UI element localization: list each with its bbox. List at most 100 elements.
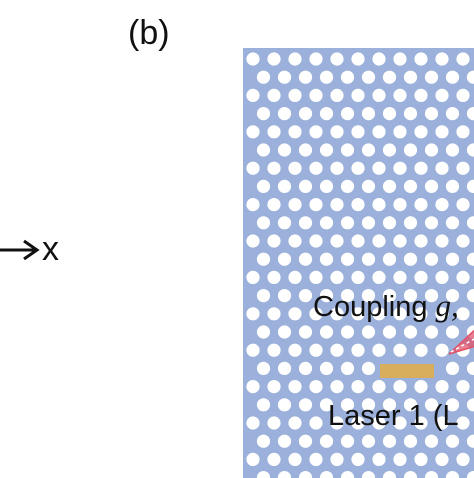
air-hole — [340, 325, 355, 339]
photonic-crystal-lattice — [243, 48, 474, 478]
air-hole — [319, 434, 334, 448]
air-hole — [456, 452, 470, 466]
air-hole — [351, 234, 365, 248]
air-hole — [403, 143, 418, 157]
air-hole — [424, 398, 439, 412]
air-hole — [298, 179, 313, 193]
air-hole — [319, 216, 334, 230]
air-hole — [330, 380, 344, 394]
air-hole — [330, 234, 344, 248]
air-hole — [309, 52, 323, 66]
air-hole — [372, 52, 386, 66]
air-hole — [309, 380, 323, 394]
air-hole — [466, 361, 474, 375]
air-hole — [246, 52, 260, 66]
air-hole — [414, 343, 428, 357]
air-hole — [340, 398, 355, 412]
air-hole — [361, 70, 376, 84]
coupling-arrow-head — [448, 329, 474, 355]
air-hole — [393, 198, 407, 212]
air-hole — [403, 289, 418, 303]
air-hole — [256, 143, 271, 157]
air-hole — [445, 70, 460, 84]
air-hole — [466, 179, 474, 193]
air-hole — [372, 234, 386, 248]
air-hole — [435, 343, 449, 357]
air-hole — [246, 380, 260, 394]
air-hole — [340, 216, 355, 230]
laser-caption: Laser 1 (L — [328, 400, 459, 432]
air-hole — [246, 270, 260, 284]
air-hole — [414, 125, 428, 139]
air-hole — [267, 88, 281, 102]
air-hole — [319, 398, 334, 412]
air-hole — [393, 88, 407, 102]
air-hole — [393, 125, 407, 139]
air-hole — [445, 434, 460, 448]
air-hole — [372, 88, 386, 102]
air-hole — [340, 179, 355, 193]
air-hole — [288, 270, 302, 284]
air-hole — [445, 143, 460, 157]
air-hole — [382, 107, 397, 121]
air-hole — [393, 234, 407, 248]
air-hole — [309, 198, 323, 212]
air-hole — [256, 398, 271, 412]
air-hole — [435, 452, 449, 466]
air-hole — [340, 107, 355, 121]
air-hole — [351, 125, 365, 139]
air-hole — [330, 452, 344, 466]
air-hole — [372, 125, 386, 139]
air-hole — [435, 307, 449, 321]
air-hole — [424, 216, 439, 230]
air-hole — [456, 125, 470, 139]
air-hole — [277, 252, 292, 266]
air-hole — [466, 398, 474, 412]
air-hole — [456, 380, 470, 394]
air-hole — [351, 416, 365, 430]
air-hole — [466, 143, 474, 157]
air-hole — [246, 343, 260, 357]
air-hole — [319, 325, 334, 339]
air-hole — [435, 380, 449, 394]
air-hole — [466, 70, 474, 84]
air-hole — [298, 216, 313, 230]
air-hole — [288, 88, 302, 102]
air-hole — [466, 252, 474, 266]
air-hole — [393, 380, 407, 394]
air-hole — [351, 270, 365, 284]
air-hole — [277, 107, 292, 121]
air-hole — [298, 70, 313, 84]
air-hole — [256, 252, 271, 266]
air-hole — [351, 307, 365, 321]
air-hole — [456, 52, 470, 66]
air-hole — [319, 70, 334, 84]
air-hole — [393, 161, 407, 175]
air-hole — [351, 52, 365, 66]
air-hole — [267, 198, 281, 212]
air-hole — [403, 398, 418, 412]
air-hole — [435, 270, 449, 284]
air-hole — [414, 452, 428, 466]
air-hole — [361, 107, 376, 121]
air-hole — [309, 125, 323, 139]
air-hole — [414, 52, 428, 66]
air-hole — [330, 88, 344, 102]
air-hole — [361, 434, 376, 448]
air-hole — [424, 252, 439, 266]
air-hole — [382, 252, 397, 266]
air-hole — [309, 343, 323, 357]
air-hole — [309, 234, 323, 248]
air-hole — [256, 107, 271, 121]
air-hole — [267, 161, 281, 175]
air-hole — [351, 161, 365, 175]
air-hole — [403, 252, 418, 266]
air-hole — [256, 70, 271, 84]
air-hole — [277, 361, 292, 375]
air-hole — [267, 452, 281, 466]
air-hole — [330, 198, 344, 212]
air-hole — [267, 380, 281, 394]
air-hole — [340, 252, 355, 266]
air-hole — [340, 143, 355, 157]
coupling-arrow-dash — [450, 338, 474, 353]
